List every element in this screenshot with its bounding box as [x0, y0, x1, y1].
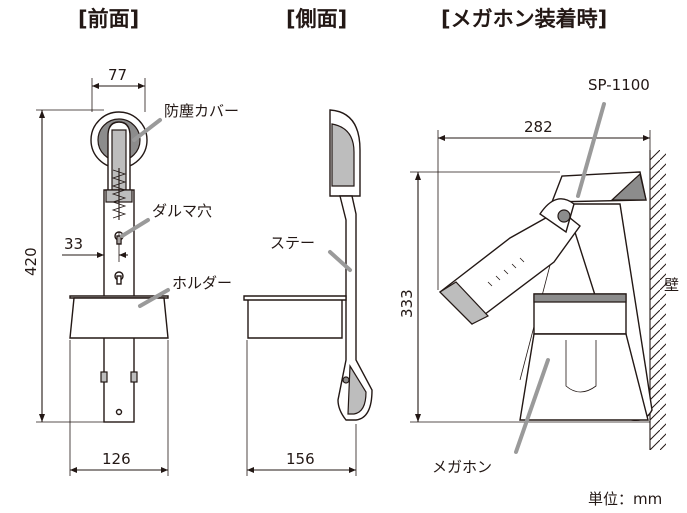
leader-dust-cover — [132, 118, 162, 142]
front-view: 77 420 33 — [22, 66, 239, 476]
label-daruma-hole: ダルマ穴 — [152, 202, 212, 220]
label-megaphone: メガホン — [432, 458, 492, 476]
label-holder: ホルダー — [172, 274, 232, 292]
heading-side: [側面] — [286, 7, 347, 31]
side-view: ステー 156 — [243, 109, 373, 476]
dim-77: 77 — [108, 66, 127, 84]
mounted-view: 壁 282 333 SP-1100 — [398, 76, 679, 476]
heading-mounted: [メガホン装着時] — [441, 7, 607, 31]
wall-hatch — [650, 150, 666, 450]
label-model: SP-1100 — [588, 76, 650, 94]
mounted-megaphone-bell — [519, 333, 649, 421]
heading-front: [前面] — [78, 7, 139, 31]
leader-stay — [328, 250, 352, 272]
leader-holder — [138, 288, 170, 308]
dim-333: 333 — [398, 289, 416, 318]
leader-daruma-hole — [120, 218, 150, 238]
leader-model — [576, 102, 606, 198]
front-daruma-hole-2 — [114, 271, 124, 285]
label-dust-cover: 防塵カバー — [164, 102, 239, 120]
leader-megaphone — [514, 358, 550, 454]
dim-126: 126 — [102, 450, 131, 468]
label-wall: 壁 — [664, 276, 679, 294]
dim-420: 420 — [22, 247, 40, 276]
dim-282: 282 — [524, 118, 553, 136]
front-spring — [111, 169, 127, 219]
label-unit: 単位：mm — [588, 490, 662, 508]
side-holder — [247, 297, 343, 339]
front-holder — [69, 297, 169, 339]
side-stay — [337, 195, 373, 421]
label-stay: ステー — [270, 234, 315, 252]
dim-156: 156 — [286, 450, 315, 468]
dim-33: 33 — [64, 235, 83, 253]
